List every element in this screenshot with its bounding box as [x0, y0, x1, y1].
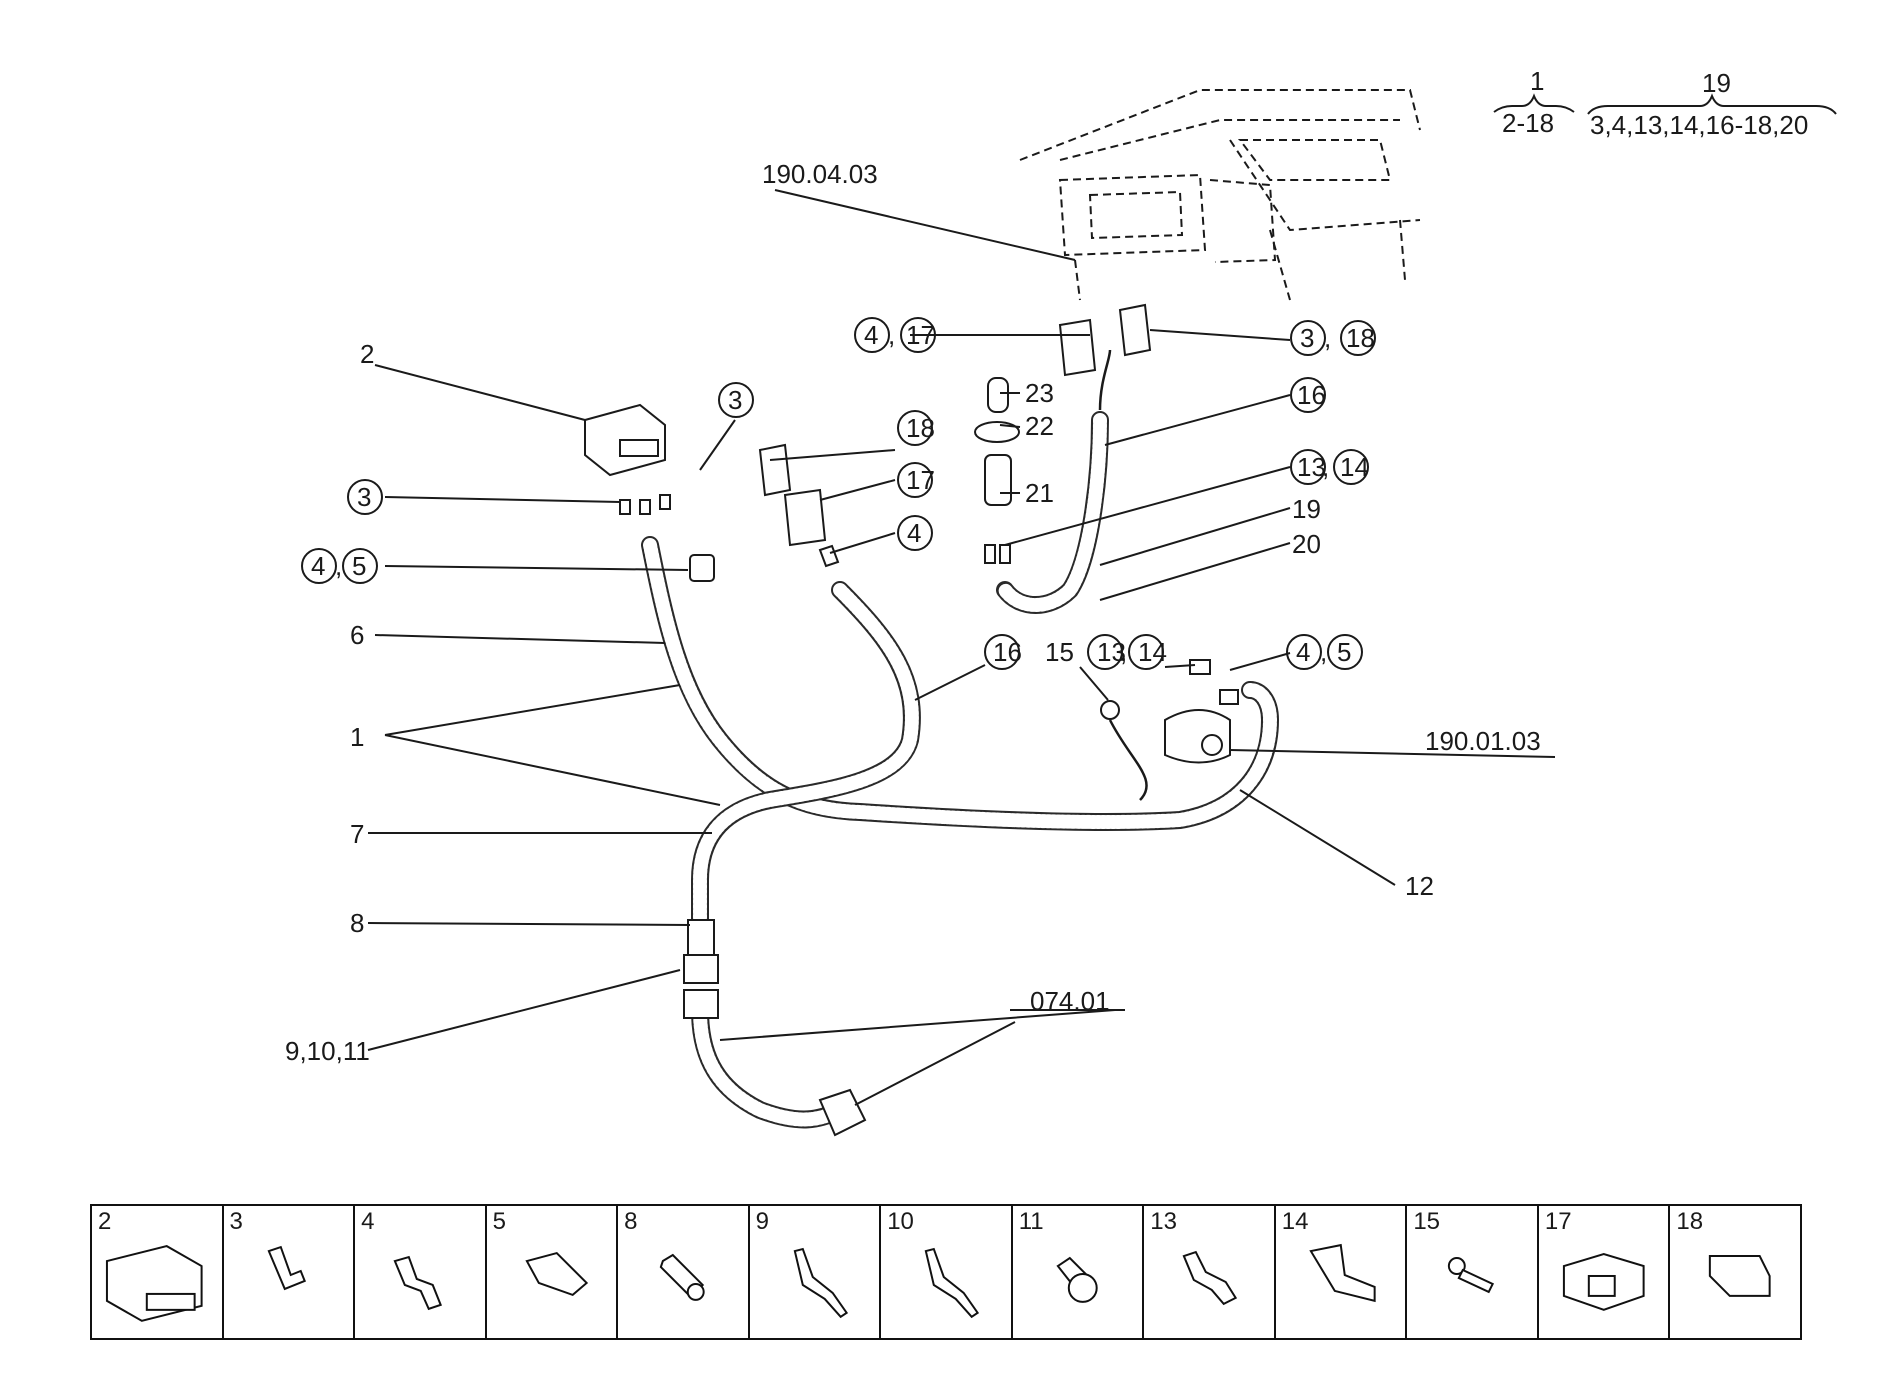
group-b-bottom: 3,4,13,14,16-18,20 — [1590, 110, 1808, 140]
callout-6: 6 — [350, 620, 364, 650]
comma: , — [335, 551, 342, 581]
legend-number: 14 — [1281, 1208, 1309, 1235]
legend-number: 17 — [1544, 1208, 1572, 1235]
legend-cell: 18 — [1670, 1206, 1800, 1338]
callout-2: 2 — [360, 339, 374, 369]
legend-number: 11 — [1018, 1208, 1044, 1235]
ref-190-04-03: 190.04.03 — [762, 159, 878, 189]
callout-18-top-right: 18 — [1346, 323, 1375, 353]
ref-074-01: 074.01 — [1030, 986, 1110, 1016]
callout-16-upper: 16 — [1297, 380, 1326, 410]
legend-cell: 15 — [1407, 1206, 1539, 1338]
legend-cell: 14 — [1276, 1206, 1408, 1338]
legend-cell: 9 — [750, 1206, 882, 1338]
callout-16-lower: 16 — [993, 637, 1022, 667]
legend-cell: 17 — [1539, 1206, 1671, 1338]
group-header: 1 2-18 19 3,4,13,14,16-18,20 — [1493, 66, 1837, 140]
callout-3-left: 3 — [357, 482, 371, 512]
legend-cell: 11 — [1013, 1206, 1145, 1338]
group-a-bottom: 2-18 — [1502, 108, 1554, 138]
callout-20: 20 — [1292, 529, 1321, 559]
legend-cell: 5 — [487, 1206, 619, 1338]
callout-circles — [301, 317, 1376, 670]
comma: , — [888, 320, 895, 350]
callout-4-left: 4 — [311, 551, 325, 581]
callout-1: 1 — [350, 722, 364, 752]
callout-14-lower: 14 — [1138, 637, 1167, 667]
callout-14-upper: 14 — [1340, 452, 1369, 482]
legend-cell: 4 — [355, 1206, 487, 1338]
callout-13-upper: 13 — [1297, 452, 1326, 482]
legend-number: 15 — [1413, 1208, 1441, 1235]
legend-cell: 8 — [618, 1206, 750, 1338]
harness — [641, 349, 1280, 1129]
legend-number: 8 — [624, 1208, 638, 1235]
legend-cell: 13 — [1144, 1206, 1276, 1338]
legend-cell: 3 — [224, 1206, 356, 1338]
callout-9-10-11: 9,10,11 — [285, 1036, 370, 1066]
callout-17: 17 — [906, 465, 935, 495]
callout-17-top: 17 — [906, 320, 935, 350]
callout-23: 23 — [1025, 378, 1054, 408]
callout-18: 18 — [906, 413, 935, 443]
comma: , — [1320, 637, 1327, 667]
legend-number: 4 — [361, 1208, 375, 1235]
legend-cell: 2 — [92, 1206, 224, 1338]
legend-number: 9 — [755, 1208, 770, 1235]
legend-number: 10 — [887, 1208, 914, 1235]
comma: , — [1322, 452, 1329, 482]
callout-3-top: 3 — [728, 385, 742, 415]
callout-15: 15 — [1045, 637, 1074, 667]
callout-22: 22 — [1025, 411, 1054, 441]
callout-4-top: 4 — [864, 320, 878, 350]
legend-number: 3 — [229, 1208, 243, 1235]
parts — [584, 303, 1239, 1137]
callout-4-mid: 4 — [907, 518, 921, 548]
dashboard-sketch — [1019, 89, 1421, 301]
callout-7: 7 — [350, 819, 364, 849]
comma: , — [1324, 323, 1331, 353]
legend-number: 13 — [1150, 1208, 1177, 1235]
callout-8: 8 — [350, 908, 364, 938]
callout-13-lower: 13 — [1097, 637, 1126, 667]
group-a-top: 1 — [1530, 66, 1544, 96]
callout-5-right: 5 — [1337, 637, 1351, 667]
callout-5-left: 5 — [352, 551, 366, 581]
legend-number: 2 — [98, 1208, 112, 1235]
callout-4-right: 4 — [1296, 637, 1310, 667]
callout-21: 21 — [1025, 478, 1054, 508]
callout-19: 19 — [1292, 494, 1321, 524]
ref-190-01-03: 190.01.03 — [1425, 726, 1541, 756]
callout-3-top-right: 3 — [1300, 323, 1314, 353]
comma: , — [1120, 637, 1127, 667]
callout-12: 12 — [1405, 871, 1434, 901]
legend-number: 5 — [492, 1208, 506, 1235]
parts-legend: 2 3 4 5 8 9 10 11 13 14 15 17 18 — [90, 1204, 1802, 1340]
legend-cell: 10 — [881, 1206, 1013, 1338]
callout-labels: 190.04.03 2 3 3 4 , 5 6 1 7 8 9,10,11 18… — [285, 159, 1541, 1066]
legend-number: 18 — [1676, 1208, 1704, 1235]
leader-lines — [367, 189, 1556, 1106]
group-b-top: 19 — [1702, 68, 1731, 98]
